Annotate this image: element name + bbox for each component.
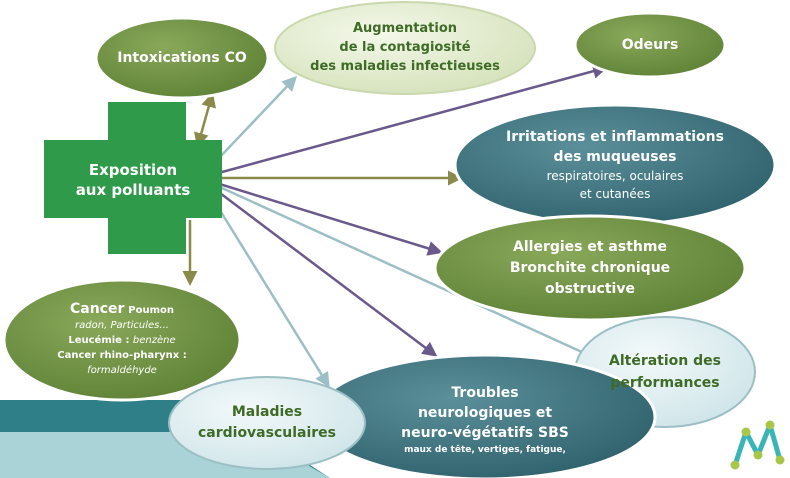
node-troubles: Troubles neurologiques et neuro-végétati…: [360, 372, 610, 468]
node-contagiosite: Augmentation de la contagiosité des mala…: [285, 6, 525, 88]
alteration-line-1: Altération des: [609, 353, 721, 369]
center-line-1: Exposition: [88, 161, 178, 179]
node-irritations: Irritations et inflammations des muqueus…: [470, 115, 760, 215]
cancer-leuc-value: benzène: [132, 335, 176, 346]
irritations-title-1: Irritations et inflammations: [506, 129, 724, 145]
node-allergies: Allergies et asthme Bronchite chronique …: [448, 228, 732, 308]
node-odeurs: Odeurs: [590, 28, 710, 62]
node-cardio: Maladies cardiovasculaires: [180, 400, 354, 446]
alteration-line-2: performances: [610, 375, 720, 391]
irritations-title-2: des muqueuses: [553, 149, 677, 165]
arrow-to-intoxications: [194, 92, 216, 148]
allergies-line-3: obstructive: [545, 280, 635, 297]
troubles-title-1: Troubles: [451, 385, 519, 401]
cancer-title: Cancer: [70, 301, 125, 317]
cancer-leuc-label: Leucémie :: [68, 335, 130, 346]
cardio-line-2: cardiovasculaires: [197, 425, 337, 441]
exposure-center-label: Exposition aux polluants: [48, 150, 218, 210]
arrow-to-troubles: [199, 177, 438, 357]
center-line-2: aux polluants: [75, 181, 191, 199]
node-alteration: Altération des performances: [585, 345, 745, 399]
node-intoxications: Intoxications CO: [100, 40, 264, 76]
ellipse-allergies: [433, 214, 747, 322]
cardio-line-1: Maladies: [231, 404, 303, 420]
ellipse-odeurs: [573, 11, 727, 79]
contagiosite-line-3: des maladies infectieuses: [310, 58, 500, 74]
arrow-to-alteration: [199, 176, 598, 360]
ellipse-cardio: [168, 376, 366, 470]
ellipse-contagiosite: [274, 1, 536, 95]
cancer-line-2: radon, Particules...: [75, 320, 169, 331]
ellipse-cancer: [2, 278, 242, 402]
allergies-line-1: Allergies et asthme: [513, 238, 667, 255]
intoxications-label: Intoxications CO: [117, 50, 247, 66]
cancer-rhino: Cancer rhino-pharynx :: [57, 350, 187, 361]
network-graph-icon: [722, 420, 788, 476]
cancer-rhino-value: formaldéhyde: [87, 365, 157, 376]
cancer-title-suffix: Poumon: [128, 305, 174, 316]
contagiosite-line-2: de la contagiosité: [339, 39, 471, 55]
troubles-title-2: neurologiques et: [417, 405, 553, 421]
irritations-sub-1: respiratoires, oculaires: [546, 169, 684, 183]
node-cancer: Cancer Poumon radon, Particules... Leucé…: [18, 288, 226, 392]
troubles-sub: maux de tête, vertiges, fatigue,: [404, 445, 566, 455]
odeurs-label: Odeurs: [621, 37, 679, 53]
contagiosite-line-1: Augmentation: [352, 20, 458, 36]
ellipse-intoxications: [94, 16, 270, 100]
cancer-leuc-row: Leucémie : benzène: [68, 333, 175, 348]
allergies-line-2: Bronchite chronique: [509, 259, 671, 276]
exposure-cross-shape: [44, 102, 222, 254]
troubles-title-3: neuro-végétatifs SBS: [401, 425, 569, 441]
cancer-title-row: Cancer Poumon: [70, 302, 174, 318]
arrow-to-allergies: [199, 176, 443, 256]
irritations-sub-2: et cutanées: [579, 187, 651, 201]
arrow-to-odeurs: [199, 63, 608, 180]
